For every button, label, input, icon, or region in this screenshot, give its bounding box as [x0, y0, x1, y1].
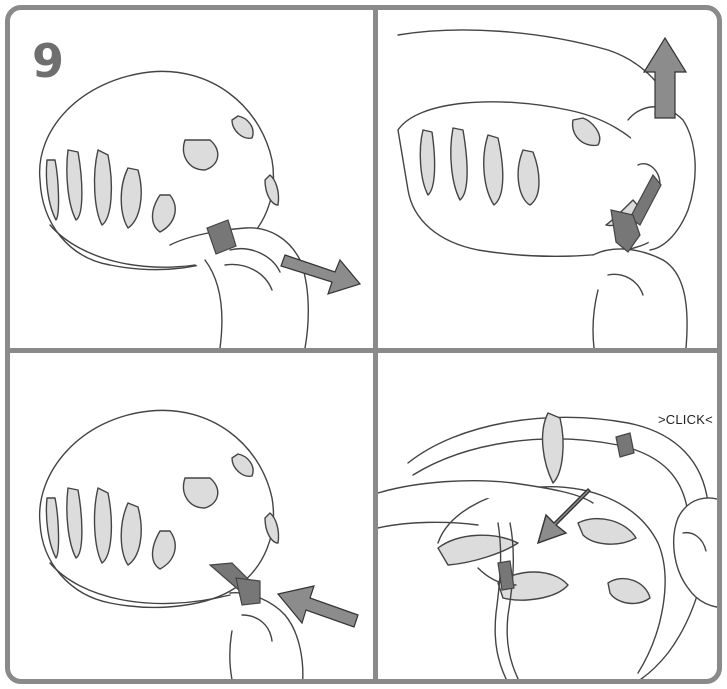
helmet-strap-pull-illustration: [378, 10, 722, 348]
panel-bottom-left: [10, 353, 368, 684]
panel-bottom-right: [378, 353, 722, 684]
arrow-up-icon: [644, 38, 686, 118]
helmet-buckle-insert-illustration: [10, 353, 368, 684]
panel-top-right: [378, 10, 722, 348]
helmet-interior-click-illustration: [378, 353, 722, 684]
step-number: 9: [32, 38, 64, 84]
panel-top-left: 9: [10, 10, 368, 348]
click-callout: >CLICK<: [658, 412, 713, 427]
instruction-frame: 9: [5, 5, 722, 684]
buckle-icon: [616, 433, 634, 457]
